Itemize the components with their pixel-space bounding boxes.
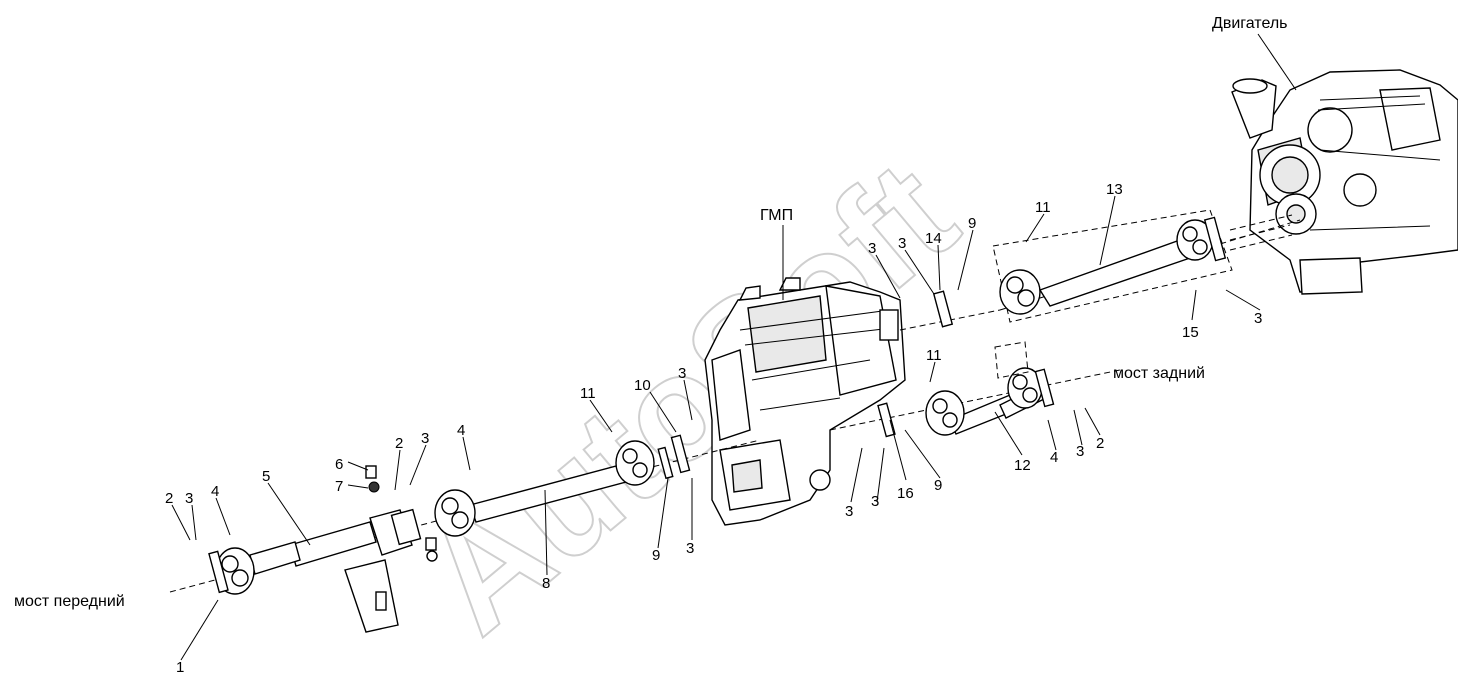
- callout-11: 11: [926, 347, 942, 364]
- callout-3: 3: [686, 540, 694, 557]
- callout-3: 3: [845, 503, 853, 520]
- leader-lines: [171, 33, 1297, 661]
- callout-3: 3: [421, 430, 429, 447]
- callout-3: 3: [678, 365, 686, 382]
- callout-11: 11: [1035, 199, 1051, 216]
- callout-16: 16: [897, 485, 914, 502]
- callout-3: 3: [898, 235, 906, 252]
- rear-axle-caption: мост задний: [1113, 365, 1205, 382]
- callout-4: 4: [457, 422, 465, 439]
- callout-10: 10: [634, 377, 651, 394]
- callout-9: 9: [968, 215, 976, 232]
- callout-2: 2: [395, 435, 403, 452]
- callout-4: 4: [211, 483, 219, 500]
- transmission-drawing: [704, 277, 906, 526]
- callout-7: 7: [335, 478, 343, 495]
- callout-3: 3: [1076, 443, 1084, 460]
- callout-9: 9: [652, 547, 660, 564]
- callout-2: 2: [165, 490, 173, 507]
- shaft-12-drawing: [829, 341, 1121, 438]
- callout-5: 5: [262, 468, 270, 485]
- callout-3: 3: [868, 240, 876, 257]
- callout-15: 15: [1182, 324, 1199, 341]
- callout-4: 4: [1050, 449, 1058, 466]
- callout-2: 2: [1096, 435, 1104, 452]
- shaft-8-drawing: [434, 434, 761, 537]
- callout-13: 13: [1106, 181, 1123, 198]
- callout-9: 9: [934, 477, 942, 494]
- callout-3: 3: [1254, 310, 1262, 327]
- callouts: 1 2 3 4 5 6 7 2 3 4 8 11 10 3 9 3 3 3 14…: [165, 181, 1262, 676]
- engine-caption: Двигатель: [1212, 15, 1288, 32]
- watermark: AutoSoft: [393, 129, 986, 665]
- transmission-caption: ГМП: [760, 207, 793, 224]
- front-axle-caption: мост передний: [14, 593, 125, 610]
- callout-3: 3: [871, 493, 879, 510]
- shaft-5-drawing: [169, 465, 441, 633]
- shaft-13-drawing: [899, 209, 1301, 331]
- callout-1: 1: [176, 659, 184, 676]
- callout-12: 12: [1014, 457, 1031, 474]
- callout-3: 3: [185, 490, 193, 507]
- engine-drawing: [1231, 69, 1458, 295]
- callout-14: 14: [925, 230, 942, 247]
- callout-6: 6: [335, 456, 343, 473]
- callout-11: 11: [580, 385, 596, 402]
- callout-8: 8: [542, 575, 550, 592]
